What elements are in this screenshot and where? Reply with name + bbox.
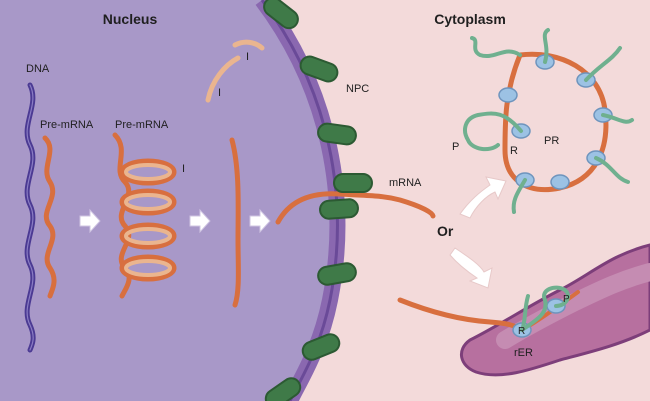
dna-strand-highlight bbox=[26, 84, 34, 351]
polyribosome bbox=[463, 28, 634, 214]
nuclear-pore bbox=[317, 122, 357, 146]
arrow-to-rer-icon bbox=[449, 247, 493, 289]
nuclear-pore bbox=[333, 173, 373, 193]
intron-loop-inner bbox=[124, 193, 172, 211]
intron-loop-inner bbox=[124, 259, 172, 277]
rer-label: rER bbox=[514, 347, 533, 359]
nuclear-pore bbox=[263, 0, 299, 30]
pre-mrna-label: Pre-mRNA bbox=[115, 119, 169, 131]
nuclear-pore bbox=[264, 377, 302, 401]
or-label: Or bbox=[437, 223, 454, 239]
intron-label: I bbox=[246, 51, 249, 63]
nuclear-pore bbox=[317, 262, 357, 286]
er-nascent-protein bbox=[520, 294, 530, 332]
intron-loop bbox=[119, 188, 177, 216]
intron-loop bbox=[119, 222, 177, 250]
nascent-protein bbox=[594, 156, 630, 184]
ribosome bbox=[550, 174, 570, 190]
arrow-right-icon bbox=[249, 208, 271, 234]
pre-mrna-label: Pre-mRNA bbox=[40, 119, 94, 131]
free-intron bbox=[232, 39, 265, 51]
intron-label: I bbox=[218, 87, 221, 99]
mrna-label: mRNA bbox=[389, 177, 422, 189]
intron-loop-inner bbox=[124, 227, 172, 245]
nascent-protein bbox=[511, 178, 527, 214]
intron-loop bbox=[119, 158, 177, 186]
er-nascent-protein bbox=[520, 285, 570, 332]
nascent-protein bbox=[463, 111, 523, 152]
er-ribosome-label: R bbox=[518, 326, 525, 337]
nuclear-pores bbox=[263, 0, 359, 401]
nascent-protein bbox=[601, 113, 634, 124]
nascent-protein bbox=[542, 28, 550, 64]
nuclear-pore bbox=[319, 198, 359, 220]
nuclear-pore bbox=[299, 55, 339, 83]
arrow-right-icon bbox=[189, 208, 211, 234]
er-protein-label: P bbox=[563, 294, 570, 305]
intron-loop-inner bbox=[124, 163, 172, 181]
polyribosome-label: PR bbox=[544, 135, 559, 147]
npc-label: NPC bbox=[346, 83, 369, 95]
spliced-mrna bbox=[229, 137, 241, 308]
nascent-protein bbox=[470, 36, 522, 59]
dna-label: DNA bbox=[26, 63, 50, 75]
pre-mrna-transcript bbox=[42, 135, 57, 299]
ribosome bbox=[498, 87, 518, 103]
free-intron bbox=[205, 55, 241, 103]
cytoplasm-title: Cytoplasm bbox=[434, 11, 506, 27]
process-arrows bbox=[79, 208, 271, 234]
nuclear-pore bbox=[301, 333, 341, 361]
protein-label: P bbox=[452, 141, 459, 153]
arrow-right-icon bbox=[79, 208, 101, 234]
ribosome-label: R bbox=[510, 145, 518, 157]
intron-loop bbox=[119, 254, 177, 282]
nascent-protein bbox=[584, 46, 622, 82]
exported-mrna bbox=[275, 191, 436, 225]
spliceosome-introns bbox=[112, 132, 177, 299]
nucleus-title: Nucleus bbox=[103, 11, 158, 27]
intron-label: I bbox=[182, 163, 185, 175]
arrow-to-polyribosome-icon bbox=[459, 176, 507, 219]
